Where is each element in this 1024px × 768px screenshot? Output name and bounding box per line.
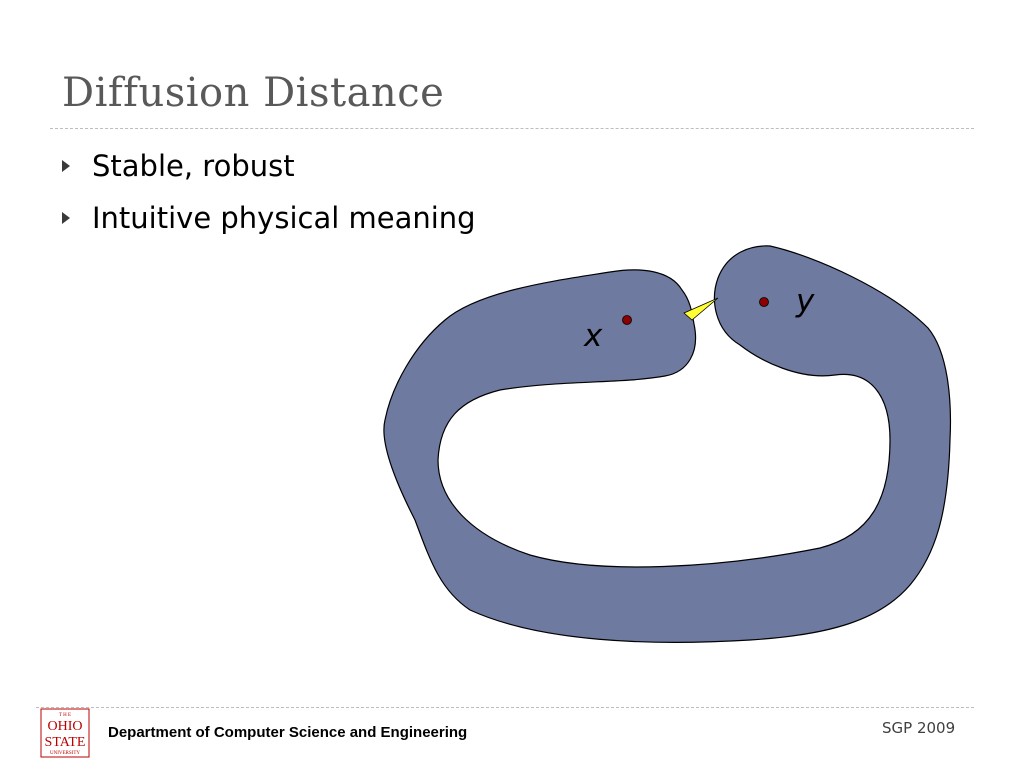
slide-title: Diffusion Distance [62, 70, 445, 116]
triangle-bullet-icon [62, 212, 70, 224]
footer-divider [36, 707, 974, 708]
point-x-label: x [583, 318, 603, 354]
conference-label: SGP 2009 [882, 719, 956, 737]
gap-marker [683, 297, 719, 321]
logo-text-the: T H E [59, 713, 71, 718]
bullet-text: Stable, robust [92, 149, 295, 183]
ring-shape [383, 245, 952, 643]
point-y-label: y [795, 283, 815, 319]
bullet-item: Stable, robust [62, 144, 476, 196]
bullet-list: Stable, robust Intuitive physical meanin… [62, 144, 476, 248]
logo-text-state: STATE [45, 735, 86, 750]
logo-text-university: UNIVERSITY [50, 751, 80, 756]
bullet-text: Intuitive physical meaning [92, 201, 476, 235]
bullet-item: Intuitive physical meaning [62, 196, 476, 248]
point-y [759, 297, 769, 307]
university-logo: T H E OHIO STATE UNIVERSITY [40, 708, 90, 758]
point-x [622, 315, 632, 325]
logo-text-ohio: OHIO [48, 719, 83, 734]
title-divider [50, 128, 974, 129]
department-name: Department of Computer Science and Engin… [108, 724, 468, 741]
triangle-bullet-icon [62, 160, 70, 172]
